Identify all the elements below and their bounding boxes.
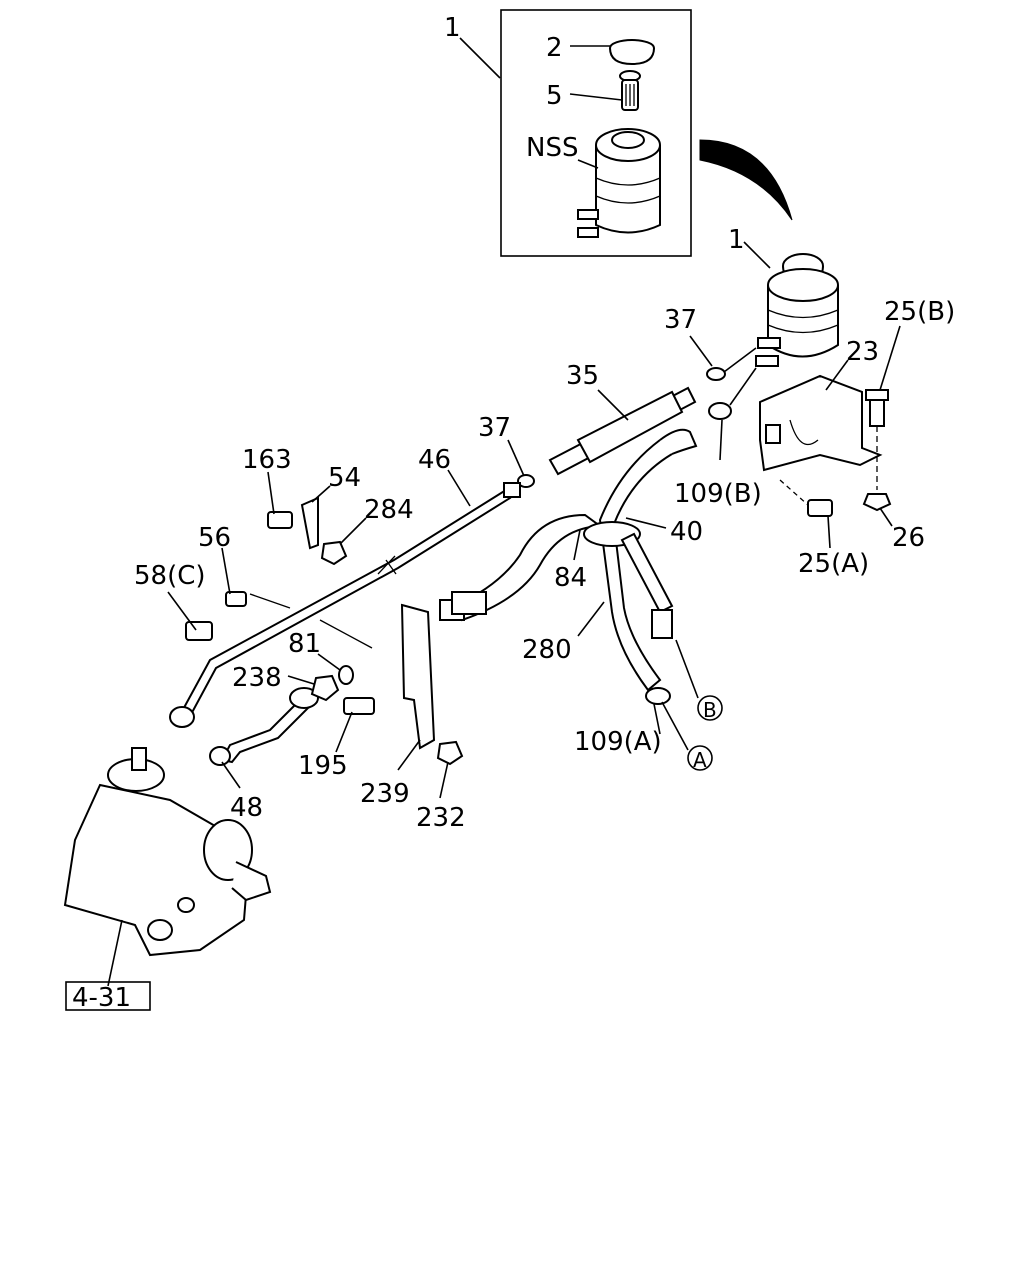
label-23: 23 [846,337,879,367]
label-58c: 58(C) [134,561,206,591]
label-37: 37 [478,413,511,443]
steering-gear [63,747,272,957]
clamp-37 [517,474,535,488]
label-1-inset: 1 [444,13,461,43]
clip-54 [300,496,319,550]
label-a: A [693,748,707,772]
label-284: 284 [364,495,414,525]
bracket-239 [400,603,436,750]
label-54: 54 [328,463,361,493]
label-ref: 4-31 [72,983,131,1013]
bolt-195 [343,697,375,715]
label-nss: NSS [526,133,578,163]
label-2: 2 [546,33,563,63]
bolt-163 [267,511,293,529]
hose-35 [548,386,697,476]
clamp-109a [645,687,671,705]
label-5: 5 [546,81,563,111]
nut-26 [862,493,892,512]
reservoir-detail-inset [500,9,692,257]
label-26: 26 [892,523,925,553]
label-81: 81 [288,629,321,659]
label-163: 163 [242,445,292,475]
label-35: 35 [566,361,599,391]
label-1: 1 [728,225,745,255]
leader-lines [107,37,901,987]
circle-a [687,745,713,771]
reservoir-tank [755,253,839,367]
hose-280 [598,439,673,692]
reservoir-bracket [759,374,883,472]
label-56: 56 [198,523,231,553]
circle-b [697,695,723,721]
clip-56 [225,591,247,607]
nut-232 [436,740,464,766]
detail-arrow [699,139,793,221]
label-25b: 25(B) [884,297,955,327]
pipe-48 [209,687,319,766]
label-239: 239 [360,779,410,809]
label-84: 84 [554,563,587,593]
label-48: 48 [230,793,263,823]
hose-84 [453,513,603,622]
nut-238 [310,674,340,702]
label-37-top: 37 [664,305,697,335]
label-280: 280 [522,635,572,665]
label-40: 40 [670,517,703,547]
bolt-58c [185,621,213,641]
label-232: 232 [416,803,466,833]
nut-284 [320,540,348,566]
label-195: 195 [298,751,348,781]
label-238: 238 [232,663,282,693]
label-b: B [703,698,717,722]
label-109a: 109(A) [574,727,662,757]
clamp-109b [708,402,732,420]
bolt-25a [807,499,833,517]
reference-box [65,981,151,1011]
clamp-37-top [706,367,726,381]
label-46: 46 [418,445,451,475]
pipe-46 [169,482,521,728]
label-25a: 25(A) [798,549,869,579]
label-109b: 109(B) [674,479,762,509]
washer-81 [338,665,354,685]
